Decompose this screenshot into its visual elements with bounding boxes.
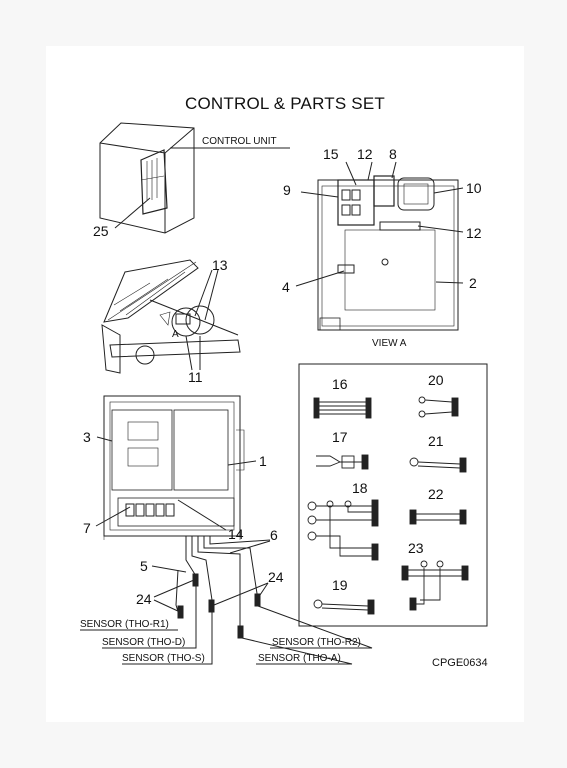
leader-15 — [345, 161, 357, 186]
parts-inset-frame — [298, 363, 488, 627]
callout-14: 14 — [228, 526, 244, 542]
leader-10 — [433, 187, 464, 194]
callout-8: 8 — [389, 146, 397, 162]
leader-3 — [96, 436, 113, 442]
callout-16: 16 — [332, 376, 348, 392]
view-a-drawing — [317, 175, 459, 331]
underline-tho-s — [122, 640, 213, 665]
page-title: CONTROL & PARTS SET — [185, 94, 385, 113]
leader-12b — [417, 225, 464, 233]
sensor-tho-d-label: SENSOR (THO-D) — [102, 637, 186, 648]
underline-tho-d — [102, 620, 197, 649]
leader-4 — [295, 270, 345, 287]
sensor-harness — [175, 536, 271, 640]
view-a-label: VIEW A — [372, 338, 407, 349]
underline-tho-r2 — [257, 605, 373, 649]
main-box-drawing — [103, 395, 245, 540]
leader-12a — [367, 161, 373, 181]
view-marker-a: A — [172, 329, 179, 340]
leader-8 — [391, 161, 397, 179]
callout-21: 21 — [428, 433, 444, 449]
callout-13: 13 — [212, 257, 228, 273]
control-unit-label: CONTROL UNIT — [202, 136, 277, 147]
leader-13b — [204, 269, 219, 321]
control-unit-drawing — [99, 122, 195, 234]
callout-6: 6 — [270, 527, 278, 543]
callout-23: 23 — [408, 540, 424, 556]
leader-24c — [213, 582, 269, 606]
callout-1: 1 — [259, 453, 267, 469]
callout-7: 7 — [83, 520, 91, 536]
leader-11a — [185, 335, 193, 371]
leader-14 — [177, 499, 227, 531]
leader-13a — [194, 269, 213, 317]
leader-2 — [435, 281, 464, 284]
leader-5 — [151, 565, 187, 573]
underline-tho-a — [241, 637, 353, 665]
leader-7 — [95, 506, 131, 527]
inset-harnesses — [307, 396, 469, 615]
callout-20: 20 — [428, 372, 444, 388]
callout-24-left: 24 — [136, 591, 152, 607]
drawing-code: CPGE0634 — [432, 657, 488, 669]
callout-9: 9 — [283, 182, 291, 198]
callout-5: 5 — [140, 558, 148, 574]
opened-box-drawing — [101, 259, 241, 374]
callout-11: 11 — [188, 369, 203, 385]
callout-18: 18 — [352, 480, 368, 496]
sensor-tho-r2-label: SENSOR (THO-R2) — [272, 637, 361, 648]
callout-22: 22 — [428, 486, 444, 502]
callout-2: 2 — [469, 275, 477, 291]
callout-15: 15 — [323, 146, 339, 162]
callout-12-right: 12 — [466, 225, 482, 241]
callout-12-top: 12 — [357, 146, 373, 162]
callout-17: 17 — [332, 429, 348, 445]
leader-6 — [229, 540, 271, 554]
leader-24d — [257, 582, 269, 599]
leader-1 — [227, 460, 257, 466]
leader-24b — [153, 599, 181, 613]
drawing-paper — [46, 46, 524, 722]
callout-4: 4 — [282, 279, 290, 295]
callout-25: 25 — [93, 223, 109, 239]
callout-10: 10 — [466, 180, 482, 196]
callout-24-right: 24 — [268, 569, 284, 585]
sensor-tho-r1-label: SENSOR (THO-R1) — [80, 619, 169, 630]
callout-3: 3 — [83, 429, 91, 445]
callout-19: 19 — [332, 577, 348, 593]
leader-24a — [153, 579, 195, 598]
leader-25 — [114, 197, 151, 229]
sensor-tho-s-label: SENSOR (THO-S) — [122, 653, 205, 664]
leader-9 — [300, 191, 339, 198]
sensor-tho-a-label: SENSOR (THO-A) — [258, 653, 341, 664]
